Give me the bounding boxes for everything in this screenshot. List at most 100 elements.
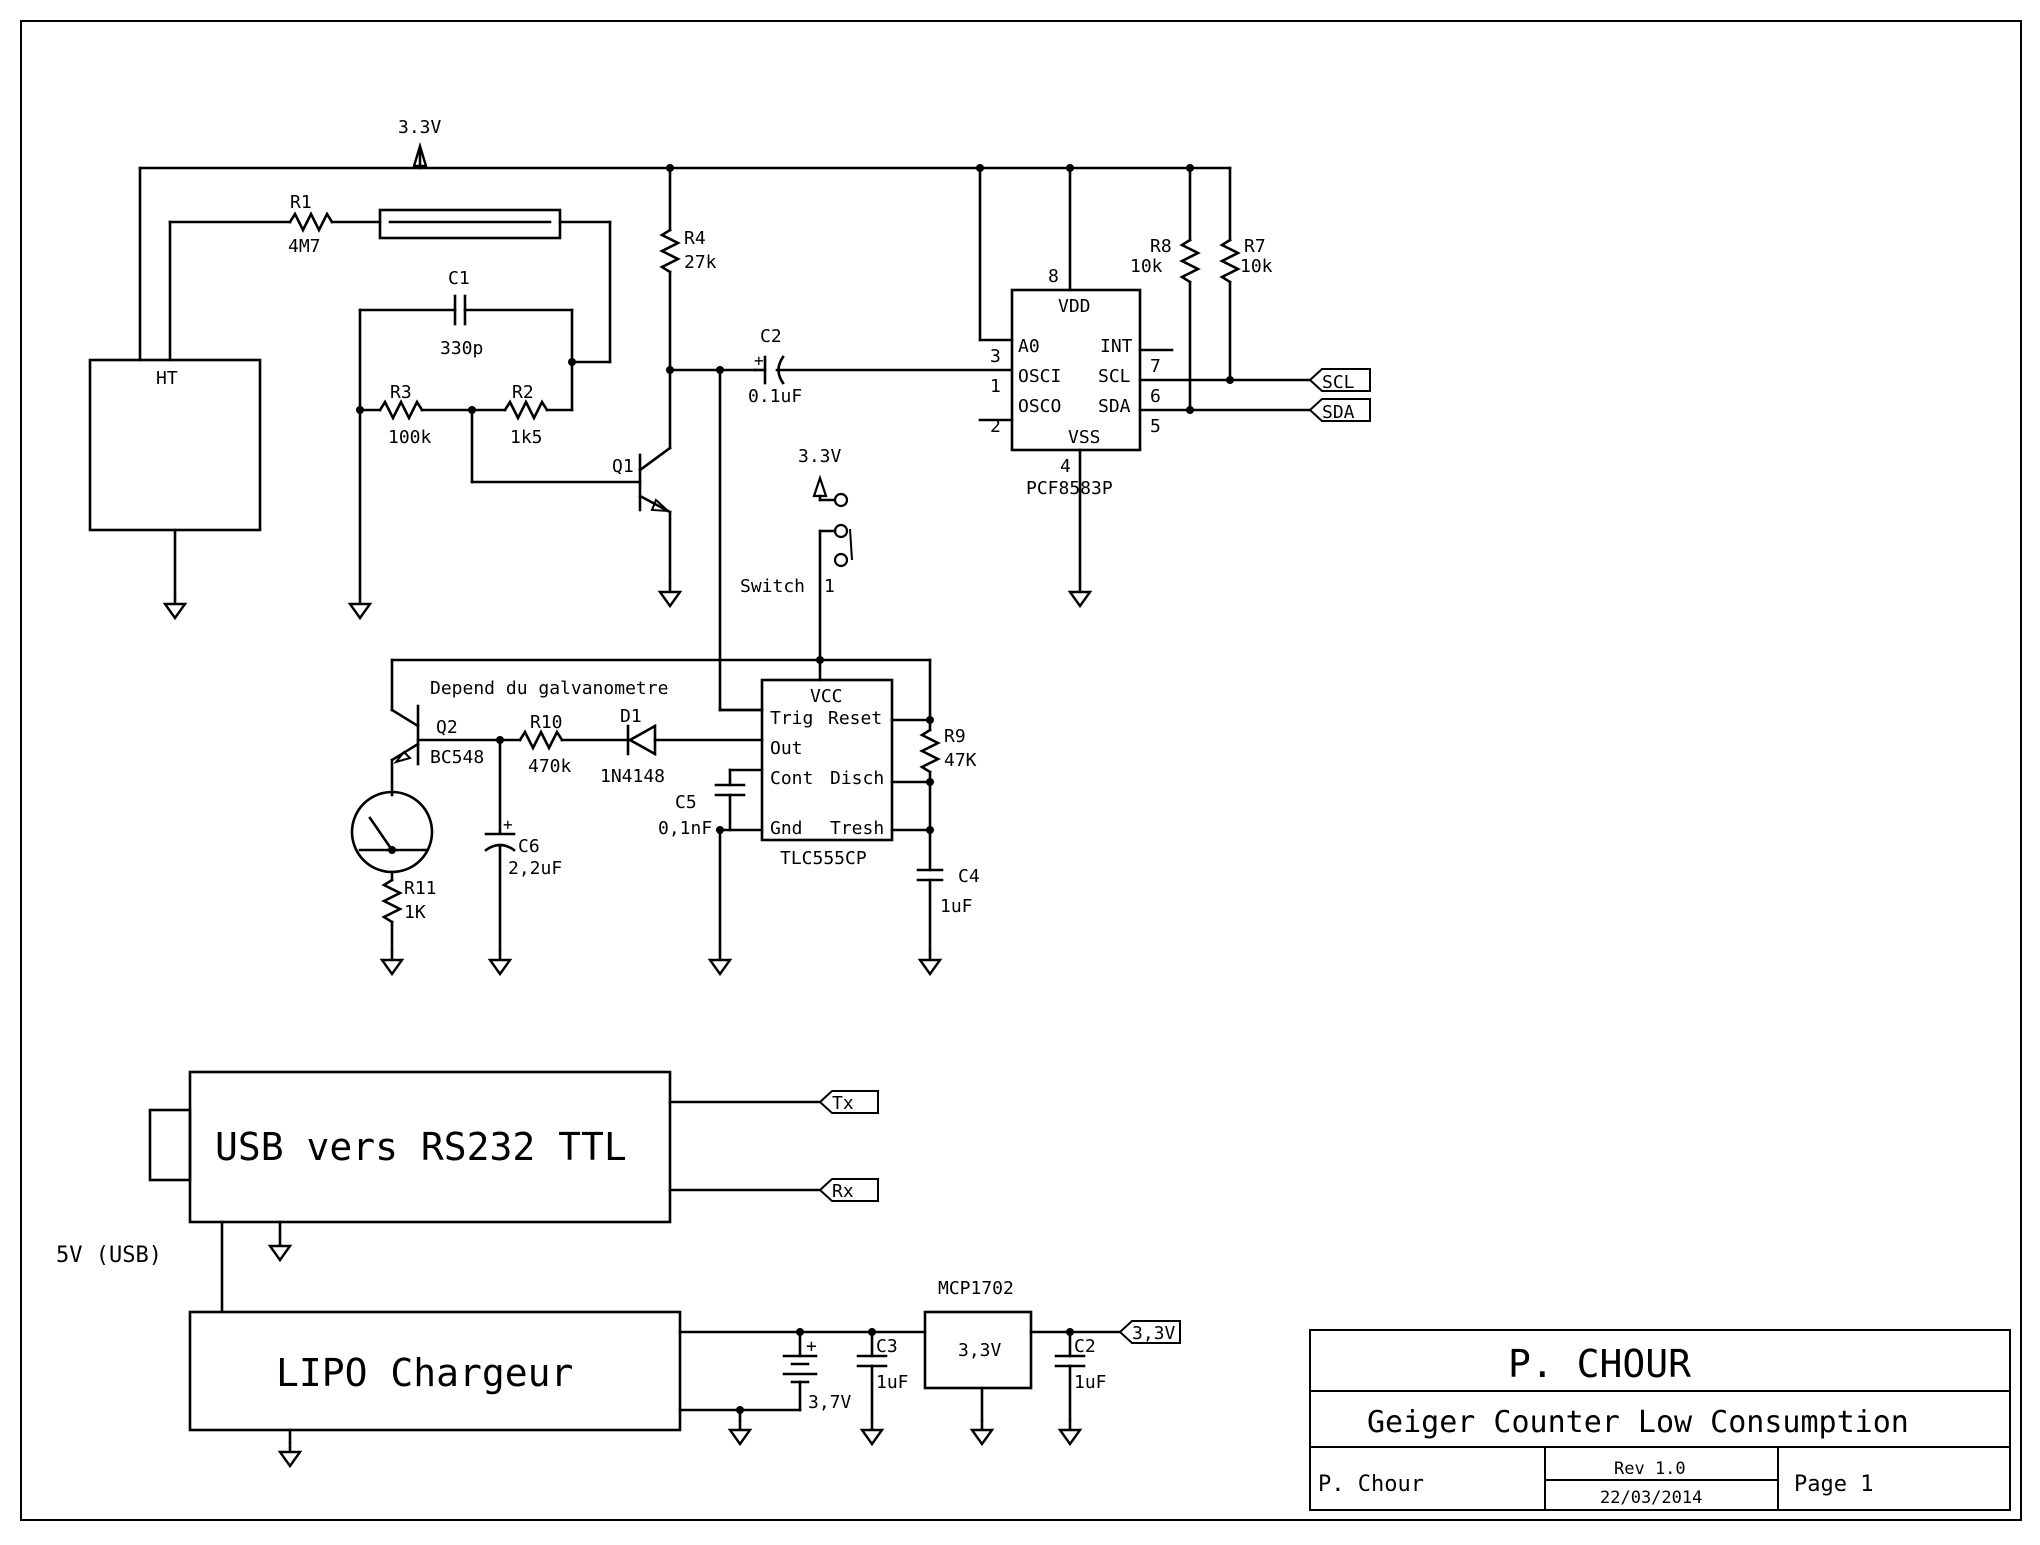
- c3-value: 1uF: [876, 1372, 909, 1393]
- usb-module: USB vers RS232 TTL: [148, 1070, 822, 1312]
- resistor-r11: [381, 878, 403, 924]
- lipo-module-label: LIPO Chargeur: [276, 1351, 573, 1395]
- sheet-border: [20, 20, 2022, 1521]
- c2-top-ref: C2: [760, 326, 782, 347]
- 555-gnd: Gnd: [770, 818, 803, 839]
- ground-symbol: [163, 592, 187, 620]
- r10-ref: R10: [530, 712, 563, 733]
- c5-value: 0,1nF: [658, 818, 712, 839]
- r1-ref: R1: [290, 192, 312, 213]
- r3-ref: R3: [390, 382, 412, 403]
- resistor-r8: [1179, 238, 1201, 284]
- ground-symbol: [970, 1418, 994, 1446]
- tb-date: 22/03/2014: [1600, 1488, 1702, 1508]
- c2-coupling: + C2 0.1uF: [718, 326, 1012, 712]
- c6-value: 2,2uF: [508, 858, 562, 879]
- c2-top-value: 0.1uF: [748, 386, 802, 407]
- c4-ref: C4: [958, 866, 980, 887]
- r11-ref: R11: [404, 878, 437, 899]
- resistor-r2: [503, 399, 549, 421]
- r1-value: 4M7: [288, 236, 321, 257]
- 555-trig: Trig: [770, 708, 813, 729]
- 555-part: TLC555CP: [780, 848, 867, 869]
- port-scl-label: SCL: [1322, 372, 1355, 393]
- port-3v3: 3,3V: [1118, 1320, 1181, 1344]
- 555-reset: Reset: [828, 708, 882, 729]
- r3-value: 100k: [388, 427, 432, 448]
- pcf-osci: OSCI: [1018, 366, 1061, 387]
- pcf-pin-5: 5: [1150, 416, 1161, 437]
- resistor-r4: [659, 228, 681, 274]
- q2-ref: Q2: [436, 717, 458, 738]
- c2-reg-value: 1uF: [1074, 1372, 1107, 1393]
- ground-symbol: [348, 592, 372, 620]
- pcf-a0: A0: [1018, 336, 1040, 357]
- switch-label: Switch: [740, 576, 805, 597]
- r10-value: 470k: [528, 756, 572, 777]
- r4-ref: R4: [684, 228, 706, 249]
- ground-symbol: [488, 948, 512, 976]
- tb-page: Page 1: [1794, 1472, 1873, 1497]
- r11-value: 1K: [404, 902, 426, 923]
- regulator-mcp1702: 3,3V MCP1702: [923, 1278, 1122, 1446]
- resistor-r9: [919, 728, 941, 774]
- pcf-int: INT: [1100, 336, 1133, 357]
- ground-symbol: [918, 948, 942, 976]
- q2-value: BC548: [430, 747, 484, 768]
- tb-revision: Rev 1.0: [1614, 1459, 1686, 1479]
- pcf-vdd: VDD: [1058, 296, 1091, 317]
- ground-symbol: [708, 948, 732, 976]
- pcf-pin-7: 7: [1150, 356, 1161, 377]
- c3-cap: C3 1uF: [856, 1330, 909, 1446]
- battery: + 3,7V: [782, 1330, 852, 1413]
- battery-value: 3,7V: [808, 1392, 852, 1413]
- usb-module-label: USB vers RS232 TTL: [215, 1125, 627, 1169]
- input-network: C1 330p R3 100k R2 1k5: [348, 268, 642, 620]
- c2-reg-cap: C2 1uF: [1054, 1330, 1107, 1446]
- pcf-osco: OSCO: [1018, 396, 1061, 417]
- c2-plus: +: [754, 351, 764, 370]
- r9-value: 47K: [944, 750, 977, 771]
- resistor-r10: [518, 729, 564, 751]
- c1-value: 330p: [440, 338, 483, 359]
- pcf-pin-8: 8: [1048, 266, 1059, 287]
- vcc-rail: 3.3V: [138, 117, 1232, 170]
- r7-value: 10k: [1240, 256, 1273, 277]
- d1-value: 1N4148: [600, 766, 665, 787]
- resistor-r1: [288, 211, 334, 233]
- 555-vcc: VCC: [810, 686, 843, 707]
- pcf-pin-4: 4: [1060, 456, 1071, 477]
- c6-ref: C6: [518, 836, 540, 857]
- tb-title: Geiger Counter Low Consumption: [1367, 1405, 1909, 1440]
- port-sda-label: SDA: [1322, 402, 1355, 423]
- ic-tlc555: VCC Trig Reset Out Cont Disch Gnd Tresh …: [390, 656, 980, 976]
- ht-module: HT: [88, 166, 262, 620]
- title-block: P. CHOUR Geiger Counter Low Consumption …: [1309, 1329, 2011, 1511]
- port-rx: Rx: [818, 1178, 879, 1202]
- pcf-sda: SDA: [1098, 396, 1131, 417]
- ground-symbol: [860, 1418, 884, 1446]
- r2-value: 1k5: [510, 427, 543, 448]
- c1-ref: C1: [448, 268, 470, 289]
- lipo-module: LIPO Chargeur: [188, 1310, 927, 1468]
- pcf-part: PCF8583P: [1026, 478, 1113, 499]
- ground-symbol: [658, 580, 682, 608]
- galvanometer-note: Depend du galvanometre: [430, 678, 668, 699]
- q1-stage: R4 27k Q1: [612, 166, 757, 608]
- c2-reg-ref: C2: [1074, 1336, 1096, 1357]
- vcc-top-label: 3.3V: [398, 117, 442, 138]
- geiger-tube: [378, 208, 562, 240]
- pcf-vss: VSS: [1068, 427, 1101, 448]
- port-tx-label: Tx: [832, 1093, 854, 1114]
- galvanometer: [350, 790, 434, 874]
- 555-cont: Cont: [770, 768, 813, 789]
- diode-d1: [627, 723, 657, 757]
- c4-value: 1uF: [940, 896, 973, 917]
- ht-label: HT: [156, 368, 178, 389]
- 555-out: Out: [770, 738, 803, 759]
- usb-5v-label: 5V (USB): [56, 1243, 162, 1268]
- pcf-pin-1: 1: [990, 376, 1001, 397]
- port-sda: SDA: [1308, 398, 1371, 423]
